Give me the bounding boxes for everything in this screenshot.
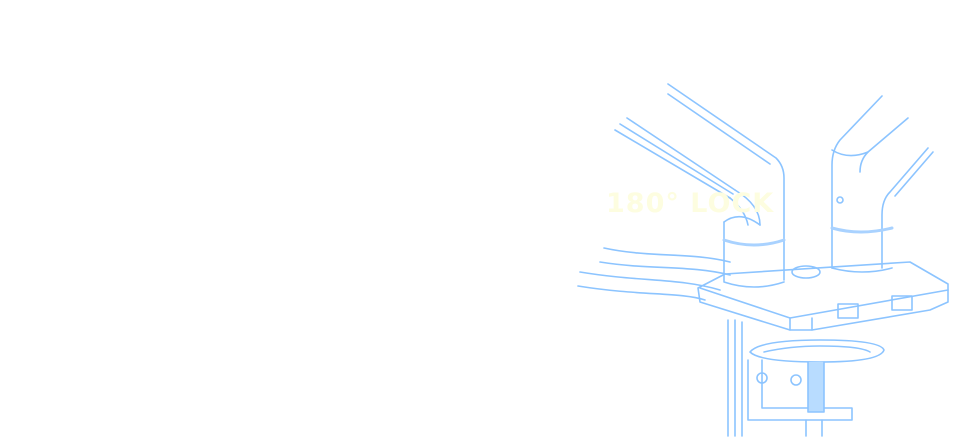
lock-angle-label: 180° LOCK [606, 188, 775, 219]
